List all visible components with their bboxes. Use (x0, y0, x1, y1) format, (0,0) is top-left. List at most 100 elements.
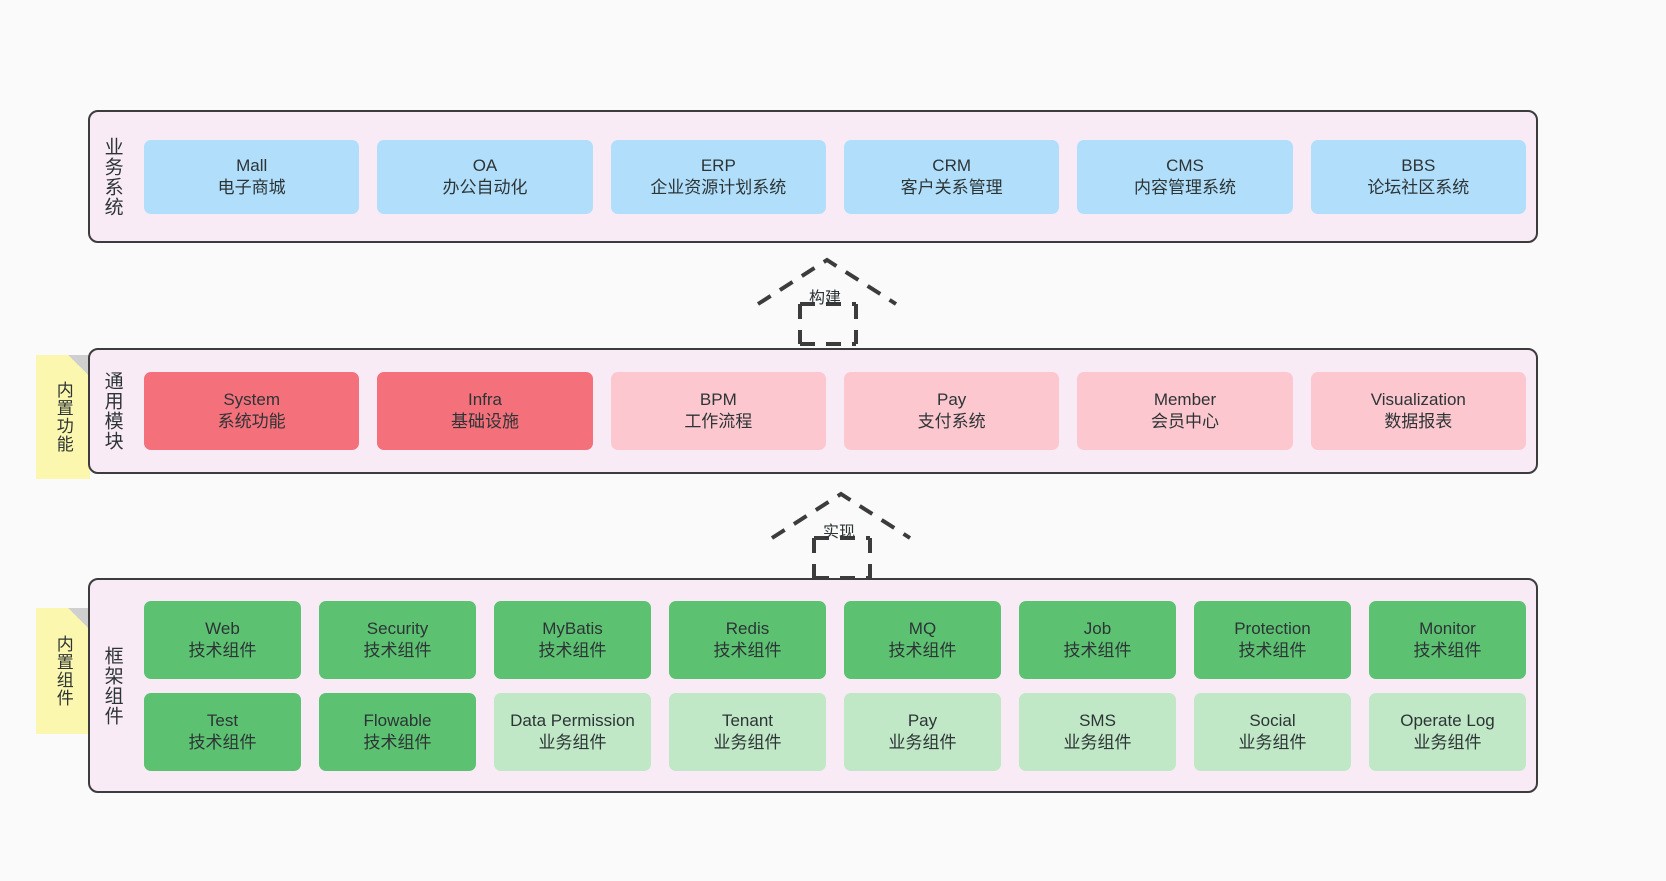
node-visualization[interactable]: Visualization 数据报表 (1310, 372, 1526, 450)
node-infra-name: Infra (467, 390, 502, 410)
node-monitor[interactable]: Monitor 技术组件 (1369, 600, 1526, 679)
node-data-permission-name: Data Permission (510, 710, 635, 730)
node-test[interactable]: Test 技术组件 (144, 692, 301, 771)
node-security[interactable]: Security 技术组件 (319, 600, 476, 679)
node-bbs-name: BBS (1401, 155, 1436, 175)
node-visualization-name: Visualization (1370, 390, 1466, 410)
sticky-note-builtin-function: 内置功能 (36, 355, 90, 479)
connector-implement-label: 实现 (823, 524, 856, 541)
node-system-name: System (223, 390, 280, 410)
node-data-permission-desc: 业务组件 (538, 732, 607, 752)
node-monitor-name: Monitor (1419, 618, 1476, 638)
node-security-name: Security (366, 618, 429, 638)
node-redis-desc: 技术组件 (713, 640, 782, 660)
layer-title-framework-components: 框架组件 (101, 645, 123, 726)
node-mybatis-name: MyBatis (542, 618, 603, 638)
node-erp[interactable]: ERP 企业资源计划系统 (610, 139, 826, 214)
connector-build: 构建 (752, 256, 904, 346)
node-sms[interactable]: SMS 业务组件 (1019, 692, 1176, 771)
node-system-desc: 系统功能 (217, 412, 286, 431)
node-flowable-desc: 技术组件 (363, 732, 432, 752)
connector-implement: 实现 (766, 490, 918, 580)
node-mall[interactable]: Mall 电子商城 (144, 139, 360, 214)
node-sms-name: SMS (1079, 710, 1116, 730)
node-oa-desc: 办公自动化 (442, 177, 528, 197)
node-mall-desc: 电子商城 (217, 177, 286, 197)
layer-body-framework-components: Web 技术组件 Security 技术组件 MyBatis 技术组件 Redi… (134, 580, 1536, 791)
node-job[interactable]: Job 技术组件 (1019, 600, 1176, 679)
node-job-desc: 技术组件 (1063, 640, 1132, 660)
node-mybatis[interactable]: MyBatis 技术组件 (494, 600, 651, 679)
node-bpm[interactable]: BPM 工作流程 (610, 372, 826, 450)
node-redis[interactable]: Redis 技术组件 (669, 600, 826, 679)
node-operate-log-desc: 业务组件 (1413, 732, 1482, 752)
generalization-arrow-icon (756, 257, 898, 346)
layer-title-business-systems: 业务系统 (101, 136, 123, 217)
node-mq-name: MQ (908, 618, 937, 638)
node-pay-component[interactable]: Pay 业务组件 (844, 692, 1001, 771)
node-cms-name: CMS (1166, 155, 1204, 175)
node-crm[interactable]: CRM 客户关系管理 (843, 139, 1060, 214)
node-tenant[interactable]: Tenant 业务组件 (669, 692, 826, 771)
node-erp-desc: 企业资源计划系统 (650, 177, 787, 197)
node-flowable-name: Flowable (363, 710, 432, 730)
layer-body-common-modules: System 系统功能 Infra 基础设施 BPM 工作流程 Pay 支付系统… (134, 350, 1536, 472)
node-pay-module-name: Pay (937, 390, 967, 410)
layer-title-common-modules: 通用模块 (101, 371, 123, 451)
node-erp-name: ERP (700, 155, 736, 175)
node-pay-component-name: Pay (907, 710, 938, 730)
node-social-desc: 业务组件 (1238, 732, 1307, 752)
node-cms-desc: 内容管理系统 (1133, 177, 1236, 197)
node-system[interactable]: System 系统功能 (144, 372, 360, 450)
sticky-note-builtin-function-label: 内置功能 (53, 381, 73, 453)
node-oa-name: OA (472, 155, 498, 175)
node-bbs-desc: 论坛社区系统 (1367, 177, 1470, 197)
node-mybatis-desc: 技术组件 (538, 640, 607, 660)
node-infra-desc: 基础设施 (450, 412, 519, 431)
node-crm-desc: 客户关系管理 (900, 177, 1003, 197)
node-bpm-name: BPM (699, 390, 737, 410)
node-flowable[interactable]: Flowable 技术组件 (319, 692, 476, 771)
node-cms[interactable]: CMS 内容管理系统 (1077, 139, 1293, 214)
node-web[interactable]: Web 技术组件 (144, 600, 301, 679)
node-bbs[interactable]: BBS 论坛社区系统 (1310, 139, 1526, 214)
node-job-name: Job (1083, 618, 1112, 638)
node-tenant-desc: 业务组件 (713, 732, 782, 752)
node-pay-module[interactable]: Pay 支付系统 (843, 372, 1060, 450)
node-protection-name: Protection (1234, 618, 1311, 638)
node-infra[interactable]: Infra 基础设施 (377, 372, 593, 450)
node-web-desc: 技术组件 (188, 640, 257, 660)
node-social-name: Social (1249, 710, 1296, 730)
node-sms-desc: 业务组件 (1063, 732, 1132, 752)
layer-framework-components: 框架组件 Web 技术组件 Security 技术组件 MyBatis 技术组件… (88, 578, 1538, 793)
node-protection-desc: 技术组件 (1238, 640, 1307, 660)
node-security-desc: 技术组件 (363, 640, 432, 660)
node-data-permission[interactable]: Data Permission 业务组件 (494, 692, 651, 771)
node-bpm-desc: 工作流程 (684, 412, 753, 431)
layer-grid-business-systems: Mall 电子商城 OA 办公自动化 ERP 企业资源计划系统 CRM 客户关系… (134, 139, 1526, 214)
node-test-desc: 技术组件 (188, 732, 257, 752)
node-social[interactable]: Social 业务组件 (1194, 692, 1351, 771)
connector-build-label: 构建 (809, 290, 842, 307)
node-redis-name: Redis (725, 618, 770, 638)
node-mall-name: Mall (236, 155, 268, 175)
node-test-name: Test (206, 710, 239, 730)
layer-grid-common-modules: System 系统功能 Infra 基础设施 BPM 工作流程 Pay 支付系统… (134, 372, 1526, 450)
layer-body-business-systems: Mall 电子商城 OA 办公自动化 ERP 企业资源计划系统 CRM 客户关系… (134, 112, 1536, 241)
layer-business-systems: 业务系统 Mall 电子商城 OA 办公自动化 ERP 企业资源计划系统 CRM (88, 110, 1538, 243)
node-visualization-desc: 数据报表 (1384, 412, 1453, 431)
node-operate-log[interactable]: Operate Log 业务组件 (1369, 692, 1526, 771)
node-pay-module-desc: 支付系统 (917, 412, 986, 431)
node-mq-desc: 技术组件 (888, 640, 957, 660)
node-web-name: Web (205, 618, 240, 638)
node-monitor-desc: 技术组件 (1413, 640, 1482, 660)
node-protection[interactable]: Protection 技术组件 (1194, 600, 1351, 679)
node-member[interactable]: Member 会员中心 (1077, 372, 1293, 450)
layer-grid-framework-components: Web 技术组件 Security 技术组件 MyBatis 技术组件 Redi… (134, 600, 1526, 771)
node-mq[interactable]: MQ 技术组件 (844, 600, 1001, 679)
layer-common-modules: 通用模块 System 系统功能 Infra 基础设施 BPM 工作流程 Pay (88, 348, 1538, 474)
node-oa[interactable]: OA 办公自动化 (377, 139, 593, 214)
sticky-note-builtin-component: 内置组件 (36, 608, 90, 734)
node-tenant-name: Tenant (721, 710, 774, 730)
